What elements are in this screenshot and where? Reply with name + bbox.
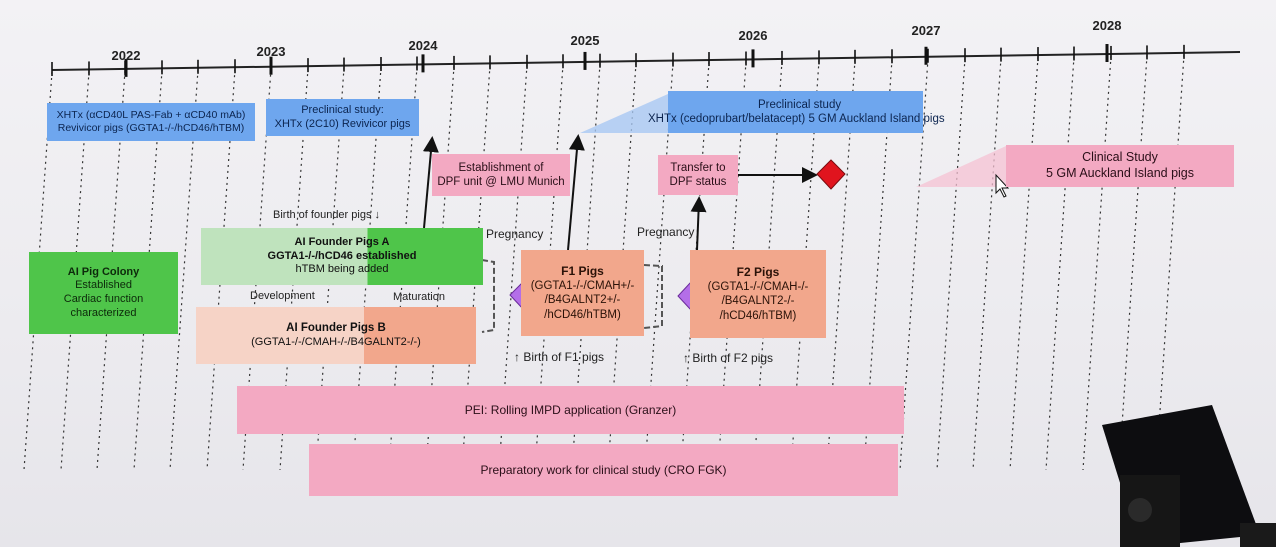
ai-colony-line3: Cardiac function characterized	[63, 293, 144, 319]
arrow-founder-to-dpf	[422, 136, 439, 229]
cursor-icon	[995, 173, 1010, 198]
dpf-unit-box: Establishment of DPF unit @ LMU Munich	[432, 154, 570, 196]
founder-b-line2: (GGTA1-/-/CMAH-/-/B4GALNT2-/-)	[251, 335, 421, 348]
founder-a-line1: AI Founder Pigs A	[294, 235, 390, 248]
ai-colony-line2: Established	[75, 279, 132, 292]
grid-line	[534, 64, 564, 471]
year-2028: 2028	[1092, 18, 1122, 33]
year-2024: 2024	[408, 38, 438, 53]
grid-line	[1045, 56, 1075, 471]
pregnancy-label-1: Pregnancy	[486, 227, 544, 241]
founder-b-box: AI Founder Pigs B (GGTA1-/-/CMAH-/-/B4GA…	[196, 307, 476, 364]
ai-colony-line1: AI Pig Colony	[67, 265, 140, 278]
f2-pigs-line2: (GGTA1-/-/CMAH-/-	[707, 280, 809, 293]
diamond-red	[816, 159, 846, 190]
founder-a-box: AI Founder Pigs A GGTA1-/-/hCD46 establi…	[201, 228, 483, 285]
clinical-study-line2: 5 GM Auckland Island pigs	[1046, 166, 1194, 180]
arrow-f1-to-preclinical	[567, 134, 585, 251]
preclinical-2c10-line2: XHTx (2C10) Revivicor pigs	[274, 117, 411, 130]
f2-pigs-line3: /B4GALNT2-/-	[721, 295, 795, 308]
birth-founder-label: Birth of founder pigs ↓	[273, 209, 381, 221]
bracket-f1	[643, 264, 663, 329]
cro-bar: Preparatory work for clinical study (CRO…	[309, 444, 898, 496]
pei-bar: PEI: Rolling IMPD application (Granzer)	[237, 386, 904, 434]
preclinical-auckland-box: Preclinical study XHTx (cedoprubart/bela…	[648, 91, 945, 133]
cro-text: Preparatory work for clinical study (CRO…	[480, 462, 727, 477]
transfer-dpf-line1: Transfer to	[670, 161, 726, 174]
year-2022: 2022	[111, 48, 141, 63]
xhtx-revivicor-box: XHTx (αCD40L PAS-Fab + αCD40 mAb) Revivi…	[47, 103, 255, 141]
founder-b-line1: AI Founder Pigs B	[286, 322, 386, 335]
xhtx-revivicor-line2: Revivicor pigs (GGTA1-/-/hCD46/hTBM)	[57, 122, 245, 134]
grid-line	[899, 58, 929, 471]
f1-pigs-line1: F1 Pigs	[561, 263, 604, 278]
clinical-study-box: Clinical Study 5 GM Auckland Island pigs	[1006, 145, 1234, 187]
pregnancy-label-2: Pregnancy	[637, 225, 695, 239]
year-2023: 2023	[256, 44, 286, 59]
founder-a-line2: GGTA1-/-/hCD46 established	[267, 249, 417, 262]
bracket-founders	[481, 259, 495, 333]
ai-colony-box: AI Pig Colony Established Cardiac functi…	[29, 252, 178, 334]
timeline-axis	[51, 51, 1241, 71]
year-2025: 2025	[570, 33, 600, 48]
f2-pigs-box: F2 Pigs (GGTA1-/-/CMAH-/- /B4GALNT2-/- /…	[690, 250, 826, 338]
grid-line	[644, 62, 674, 471]
dpf-unit-line2: DPF unit @ LMU Munich	[437, 176, 565, 188]
f2-pigs-line1: F2 Pigs	[736, 264, 780, 279]
clinical-study-line1: Clinical Study	[1082, 150, 1158, 165]
presenter-laptop-image	[1102, 405, 1276, 547]
f1-pigs-box: F1 Pigs (GGTA1-/-/CMAH+/- /B4GALNT2+/- /…	[521, 250, 644, 336]
founder-a-line3: hTBM being added	[295, 263, 389, 276]
birth-f2-label: ↑ Birth of F2 pigs	[683, 351, 774, 365]
birth-f1-label: ↑ Birth of F1 pigs	[514, 350, 605, 364]
grid-line	[1009, 57, 1039, 471]
preclinical-2c10-box: Preclinical study: XHTx (2C10) Revivicor…	[266, 99, 419, 136]
transfer-dpf-box: Transfer to DPF status	[658, 155, 738, 195]
year-2027: 2027	[911, 23, 941, 38]
f1-pigs-line2: (GGTA1-/-/CMAH+/-	[530, 279, 635, 292]
maturation-label: Maturation	[393, 291, 445, 303]
grid-line	[498, 64, 528, 471]
preclinical-auckland-line1: Preclinical study	[758, 98, 842, 111]
transfer-dpf-line2: DPF status	[669, 176, 727, 188]
dpf-unit-line1: Establishment of	[458, 161, 544, 174]
preclinical-taper	[580, 94, 668, 133]
grid-line	[972, 57, 1002, 471]
f2-pigs-line4: /hCD46/hTBM)	[719, 309, 797, 322]
f1-pigs-line4: /hCD46/hTBM)	[544, 308, 621, 321]
preclinical-auckland-line2: XHTx (cedoprubart/belatacept) 5 GM Auckl…	[648, 113, 945, 125]
year-2026: 2026	[738, 28, 768, 43]
grid-line	[936, 58, 966, 471]
arrow-f2-to-transfer	[690, 196, 707, 251]
development-label: Development	[250, 290, 315, 302]
xhtx-revivicor-line1: XHTx (αCD40L PAS-Fab + αCD40 mAb)	[56, 108, 246, 121]
grid-line	[461, 65, 491, 471]
clinical-taper	[916, 146, 1006, 187]
preclinical-2c10-line1: Preclinical study:	[301, 103, 384, 116]
f1-pigs-line3: /B4GALNT2+/-	[544, 294, 621, 307]
pei-text: PEI: Rolling IMPD application (Granzer)	[464, 402, 677, 417]
